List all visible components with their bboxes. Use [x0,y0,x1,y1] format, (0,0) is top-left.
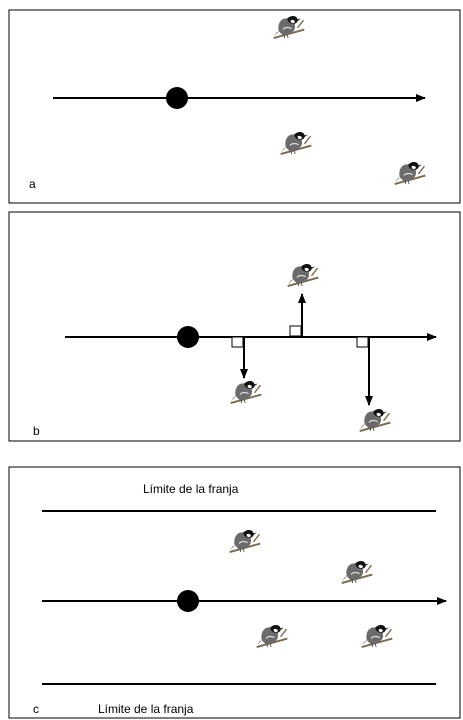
right-angle-marker-icon [289,325,302,337]
panel-c: Límite de la franja c Límite de la franj… [8,466,461,719]
bird-icon [228,529,262,554]
panel-a-frame [8,9,461,204]
bird-icon [286,263,320,288]
panel-a: a [8,9,461,204]
bird-icon [393,161,427,186]
bird-icon [340,560,374,585]
panel-c-frame [8,466,461,719]
bird-icon [358,408,392,433]
observer-dot-icon [177,590,199,612]
bird-icon [279,131,313,156]
bird-icon [360,624,394,649]
panel-b-frame [8,211,461,442]
bird-icon [255,624,289,649]
observer-dot-icon [177,326,199,348]
panel-label-a: a [29,177,36,191]
panel-label-b: b [33,424,40,438]
strip-boundary-label-bottom: Límite de la franja [98,702,194,716]
observer-dot-icon [166,87,188,109]
panel-b: b [8,211,461,442]
bird-icon [229,380,263,405]
right-angle-marker-icon [356,336,369,348]
right-angle-marker-icon [231,336,244,348]
panel-label-c: c [33,702,39,716]
strip-boundary-label-top: Límite de la franja [143,482,239,496]
bird-icon [272,15,306,40]
